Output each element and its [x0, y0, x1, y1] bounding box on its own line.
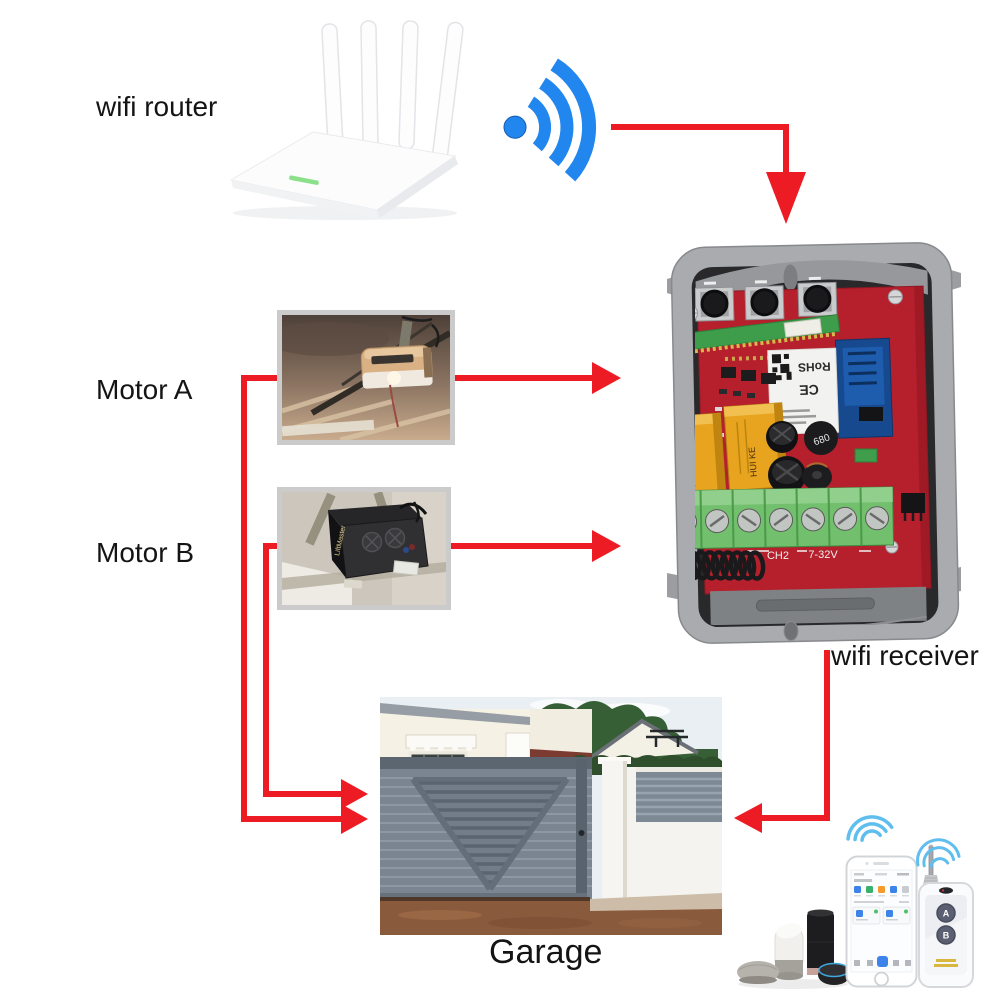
remote-signal-icon — [915, 838, 961, 869]
motor-a-label: Motor A — [96, 374, 193, 405]
right-fence-panel — [636, 767, 722, 822]
opener-motor-unit — [360, 345, 433, 389]
smart-home-app-ui — [852, 873, 911, 967]
spring-antenna — [695, 550, 766, 581]
pull-cord — [389, 384, 399, 428]
svg-text:B: B — [943, 931, 950, 941]
arrow-router-to-receiver — [611, 124, 789, 176]
home-mini-speaker — [737, 961, 779, 984]
terminal-block — [695, 486, 895, 550]
wifi-module: RoHS CE — [767, 337, 894, 439]
wifi-receiver-photo: RoHS CE HUI KE — [667, 242, 961, 644]
wifi-router-image — [229, 20, 464, 220]
case-top-slot — [783, 264, 798, 291]
smartphone-image — [845, 855, 918, 988]
garage-gate — [380, 757, 592, 901]
case-bottom-hole — [783, 621, 799, 641]
module-ce-text: CE — [799, 382, 819, 399]
remote-led — [939, 887, 953, 894]
module-qr-code — [771, 353, 792, 381]
arrowhead-motor-a-receiver — [592, 362, 621, 394]
arrow-receiver-to-garage — [760, 650, 830, 821]
arrowhead-down-receiver — [766, 172, 806, 224]
wifi-dot — [503, 115, 527, 139]
silkscreen-power: 7-32V — [808, 549, 838, 561]
silkscreen-ch2: CH2 — [767, 550, 789, 562]
motor-b-label: Motor B — [96, 537, 195, 568]
router-body — [229, 131, 458, 218]
case-bottom — [710, 586, 927, 625]
wifi-arcs — [527, 58, 597, 182]
remote-button-b: B — [936, 925, 956, 945]
router-shadow — [233, 206, 457, 220]
arrowhead-motor-b-garage — [341, 779, 368, 809]
arrowhead-motor-b-receiver — [592, 530, 621, 562]
motor-wires — [399, 502, 428, 515]
remote-control-image: A B — [918, 844, 974, 988]
phone-home-button — [874, 971, 889, 987]
echo-dot-speaker — [818, 962, 850, 985]
phone-signal-icon — [846, 815, 894, 842]
google-home-speaker — [774, 923, 804, 980]
wifi-signal-icon — [503, 58, 597, 182]
motor-a-photo — [277, 310, 455, 445]
capacitors: 680 — [766, 421, 878, 494]
antenna-daughter-board — [695, 314, 841, 357]
ground — [380, 893, 722, 935]
arrowhead-receiver-garage — [734, 803, 762, 833]
garage-photo — [380, 697, 722, 935]
terminal-screws — [695, 506, 890, 534]
router-led — [289, 175, 319, 185]
arrowhead-motor-a-garage — [341, 804, 368, 834]
pcb-silkscreen: CH2 7-32V — [747, 549, 871, 562]
garage-label: Garage — [489, 933, 603, 971]
module-rohs-text: RoHS — [798, 359, 831, 374]
pcb-buttons — [695, 276, 838, 322]
arrow-heads — [341, 172, 806, 834]
remote-button-a: A — [936, 903, 956, 923]
smart-speakers-image — [737, 909, 850, 989]
relay-2-brand: HUI KE — [747, 447, 759, 478]
motor-b-photo: LiftMaster — [277, 487, 451, 610]
pillar — [598, 757, 631, 903]
wifi-receiver-label: wifi receiver — [831, 640, 979, 671]
svg-text:A: A — [943, 909, 950, 919]
wifi-router-label: wifi router — [96, 91, 218, 122]
relay-1-brand: HUI KE — [685, 457, 697, 488]
